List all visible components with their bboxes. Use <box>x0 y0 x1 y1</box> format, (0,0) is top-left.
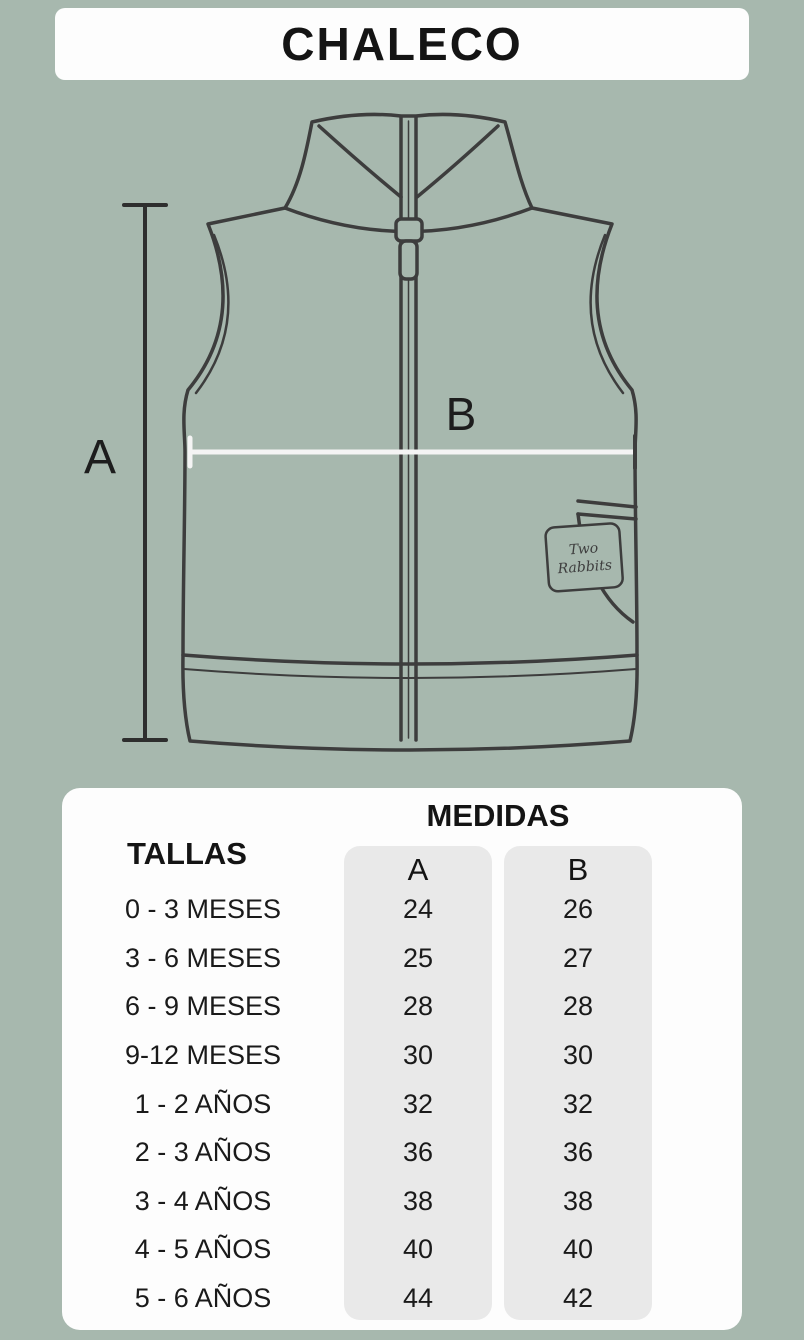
value-a: 44 <box>402 1283 434 1313</box>
brand-tag-line1: Two <box>568 540 598 558</box>
column-header-a: A <box>407 852 429 887</box>
value-a: 36 <box>402 1137 434 1168</box>
value-b: 32 <box>562 1088 594 1119</box>
zipper-slider <box>394 217 424 243</box>
size-label: 6 - 9 MESES <box>124 991 282 1022</box>
table-row: 4 - 5 AÑOS 40 40 <box>62 1234 742 1265</box>
value-a: 40 <box>402 1234 434 1265</box>
armhole-right <box>589 233 625 395</box>
size-label: 2 - 3 AÑOS <box>134 1137 272 1168</box>
pocket-welt-top <box>576 499 638 509</box>
table-row: 0 - 3 MESES 24 26 <box>62 894 742 925</box>
table-row: 2 - 3 AÑOS 36 36 <box>62 1137 742 1168</box>
size-label: 4 - 5 AÑOS <box>134 1234 272 1265</box>
table-row: 1 - 2 AÑOS 32 32 <box>62 1089 742 1120</box>
tallas-header: TALLAS <box>127 836 247 871</box>
vest-diagram: Two Rabbits A B <box>84 112 639 752</box>
brand-tag-line2: Rabbits <box>556 557 612 577</box>
collar-inner-left <box>317 124 403 199</box>
size-label: 1 - 2 AÑOS <box>134 1088 272 1119</box>
value-b: 40 <box>562 1234 594 1265</box>
column-b-background <box>504 846 652 1320</box>
table-row: 6 - 9 MESES 28 28 <box>62 991 742 1022</box>
value-b: 30 <box>562 1039 594 1070</box>
measurement-b-line <box>187 435 636 469</box>
value-a: 24 <box>402 894 434 924</box>
value-a: 28 <box>402 991 434 1022</box>
table-row: 3 - 6 MESES 25 27 <box>62 943 742 974</box>
hem-band-seam-top <box>181 653 639 666</box>
vest-body-outline <box>181 112 639 752</box>
medidas-header: MEDIDAS <box>426 798 570 833</box>
page-title: CHALECO <box>281 18 523 70</box>
size-table-panel: MEDIDAS TALLAS A B 0 - 3 MESES 24 26 3 -… <box>62 788 742 1330</box>
value-b: 38 <box>562 1185 594 1216</box>
measurement-b-label: B <box>446 388 477 440</box>
size-label: 0 - 3 MESES <box>124 894 282 924</box>
table-row: 5 - 6 AÑOS 44 42 <box>62 1283 742 1314</box>
size-label: 3 - 4 AÑOS <box>134 1185 272 1216</box>
value-a: 25 <box>402 942 434 973</box>
zipper-pull-tab <box>398 239 419 281</box>
pocket-welt-bottom <box>576 512 638 521</box>
measurement-a-label: A <box>84 431 116 484</box>
title-panel: CHALECO <box>55 8 749 80</box>
armhole-left <box>194 233 230 395</box>
value-b: 42 <box>562 1283 594 1313</box>
value-b: 36 <box>562 1137 594 1168</box>
column-header-b: B <box>567 852 589 887</box>
size-label: 5 - 6 AÑOS <box>134 1283 272 1313</box>
collar-inner-right <box>415 124 500 199</box>
value-a: 32 <box>402 1088 434 1119</box>
value-b: 28 <box>562 991 594 1022</box>
value-a: 30 <box>402 1039 434 1070</box>
value-b: 27 <box>562 942 594 973</box>
size-label: 3 - 6 MESES <box>124 942 282 973</box>
brand-tag: Two Rabbits <box>544 522 624 593</box>
size-rows: 0 - 3 MESES 24 26 3 - 6 MESES 25 27 6 - … <box>62 894 742 1314</box>
value-a: 38 <box>402 1185 434 1216</box>
vest-illustration <box>181 112 639 752</box>
measurement-a-line <box>122 203 168 742</box>
table-row: 9-12 MESES 30 30 <box>62 1040 742 1071</box>
table-row: 3 - 4 AÑOS 38 38 <box>62 1186 742 1217</box>
size-label: 9-12 MESES <box>124 1039 282 1070</box>
value-b: 26 <box>562 894 594 924</box>
brand-tag-box <box>544 522 624 593</box>
hem-band-seam-inner <box>183 668 637 679</box>
column-a-background <box>344 846 492 1320</box>
